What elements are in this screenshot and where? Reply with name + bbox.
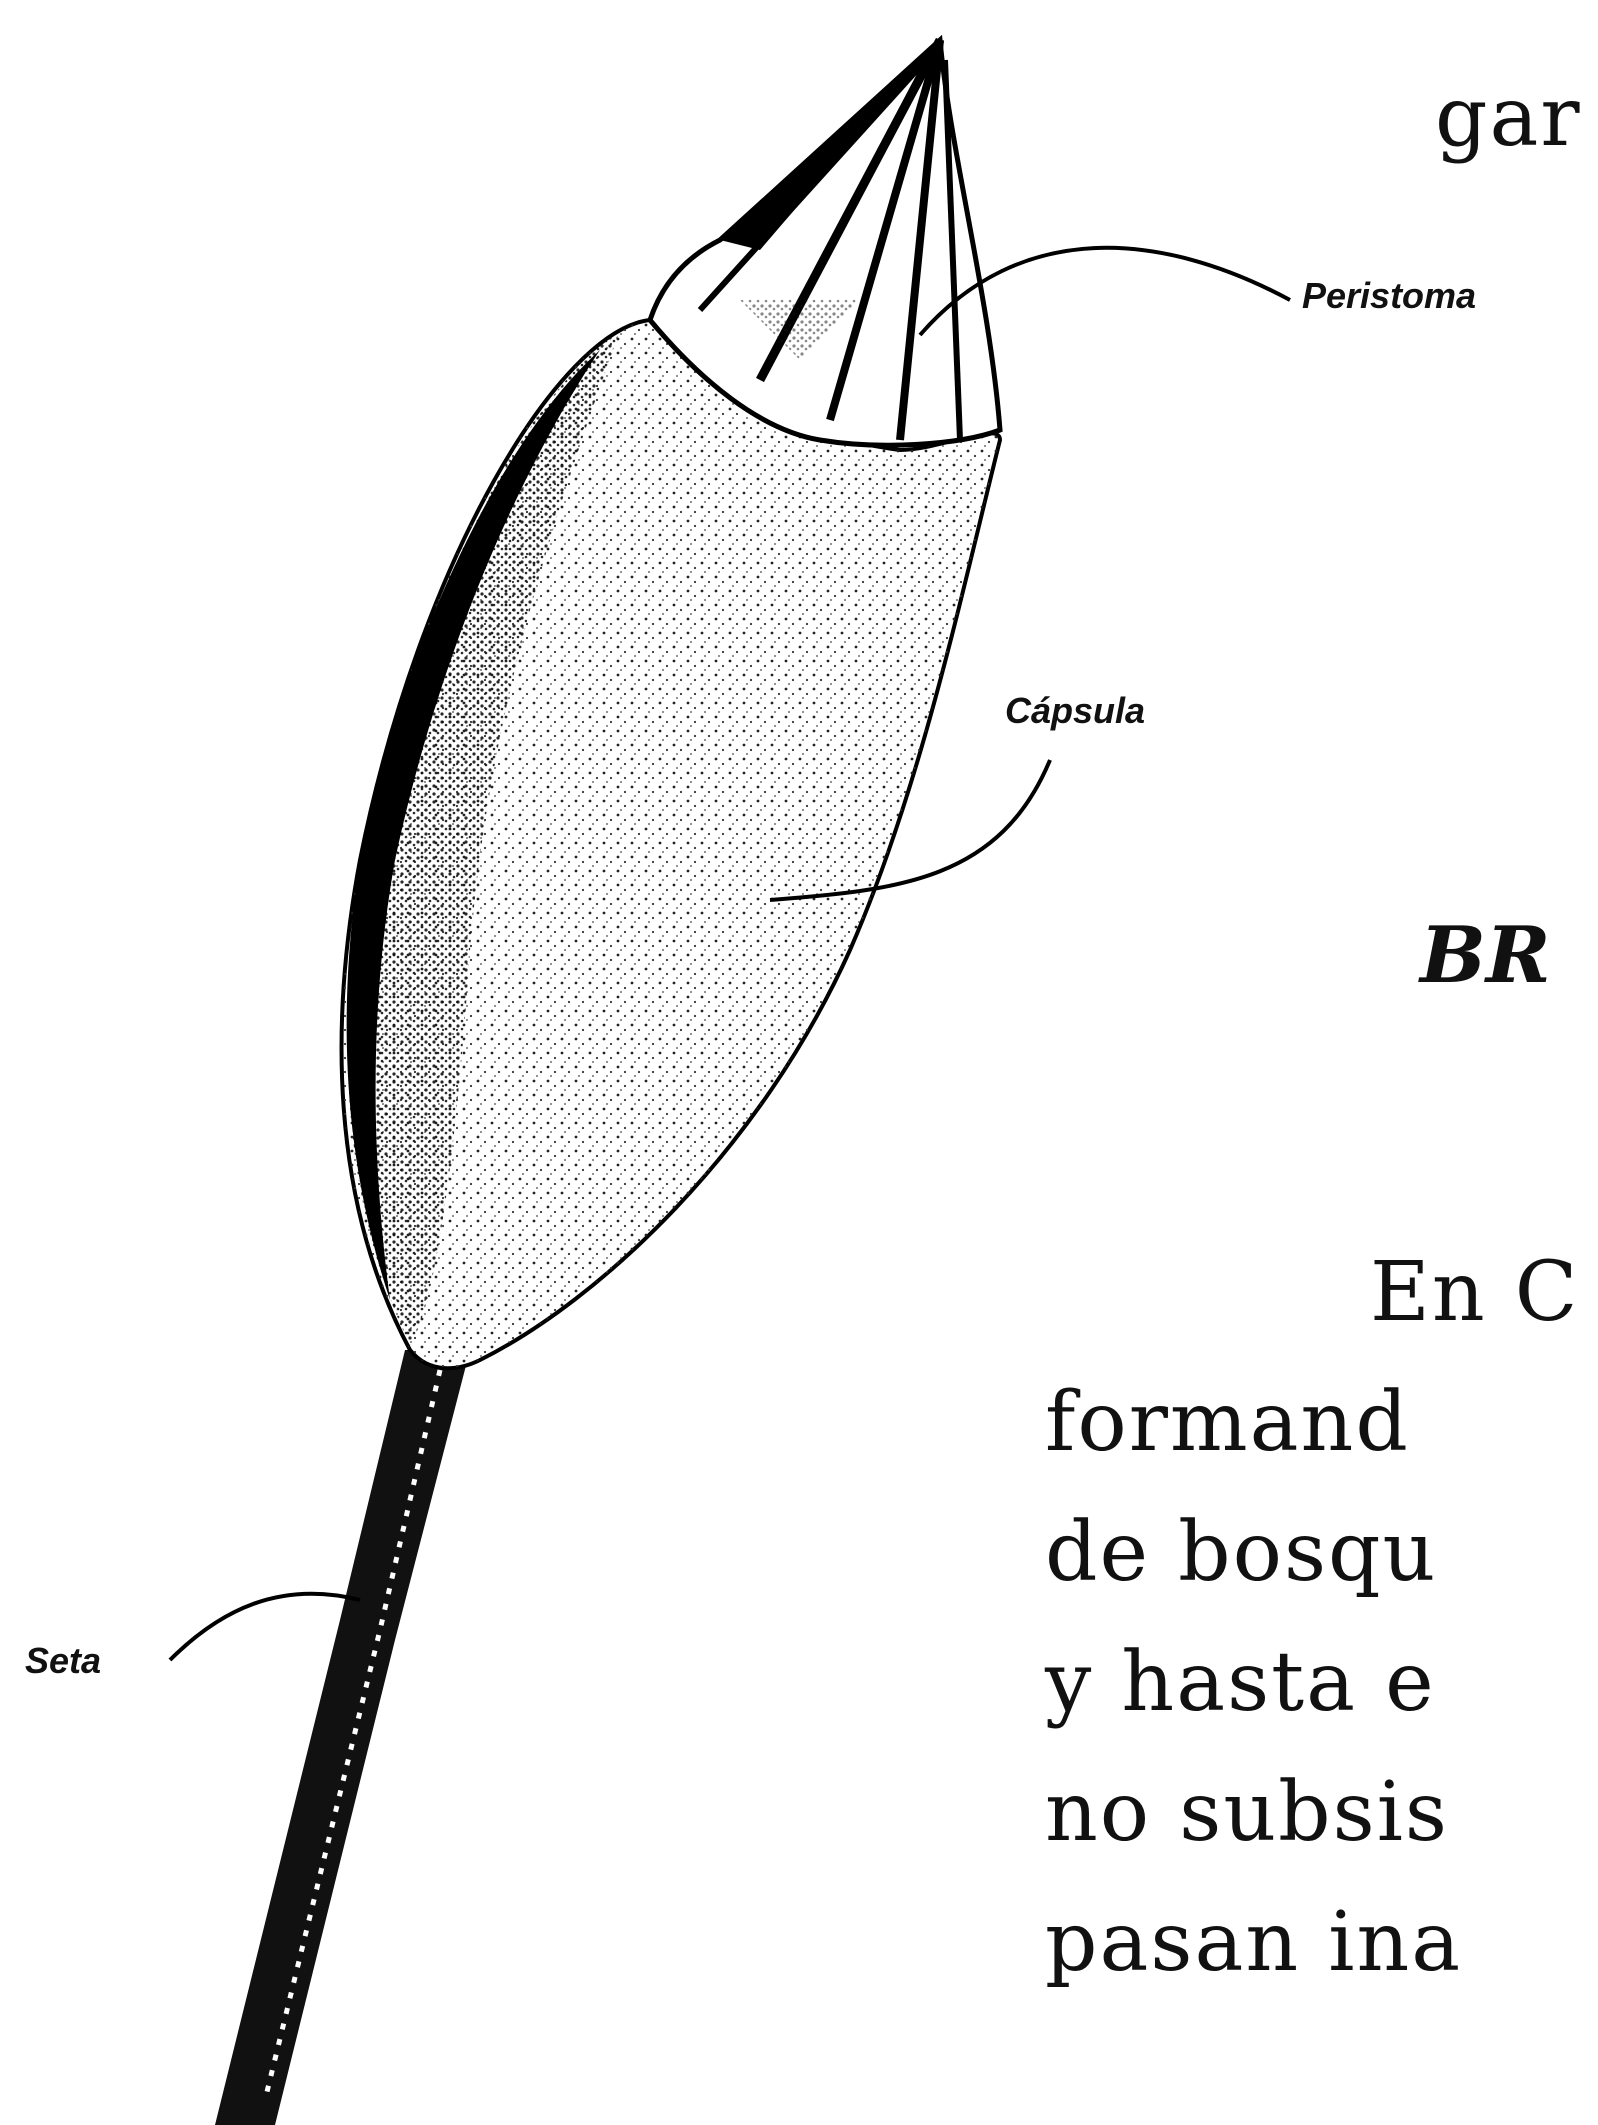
paragraph-line-6: pasan ina [1045, 1895, 1462, 1990]
paragraph-line-1: En C [1370, 1245, 1579, 1340]
paragraph-line-4: y hasta e [1045, 1635, 1436, 1730]
seta-leader [170, 1594, 360, 1660]
section-heading-fragment: BR [1420, 910, 1551, 1001]
paragraph-line-5: no subsis [1045, 1765, 1449, 1860]
paragraph-line-2: formand [1045, 1375, 1410, 1470]
peristoma-label: Peristoma [1302, 275, 1476, 317]
seta-label: Seta [25, 1640, 101, 1682]
capsula-label: Cápsula [1005, 690, 1145, 732]
paragraph-line-3: de bosqu [1045, 1505, 1437, 1600]
top-text-fragment: gar [1435, 70, 1582, 165]
seta-stalk [215, 1350, 470, 2125]
